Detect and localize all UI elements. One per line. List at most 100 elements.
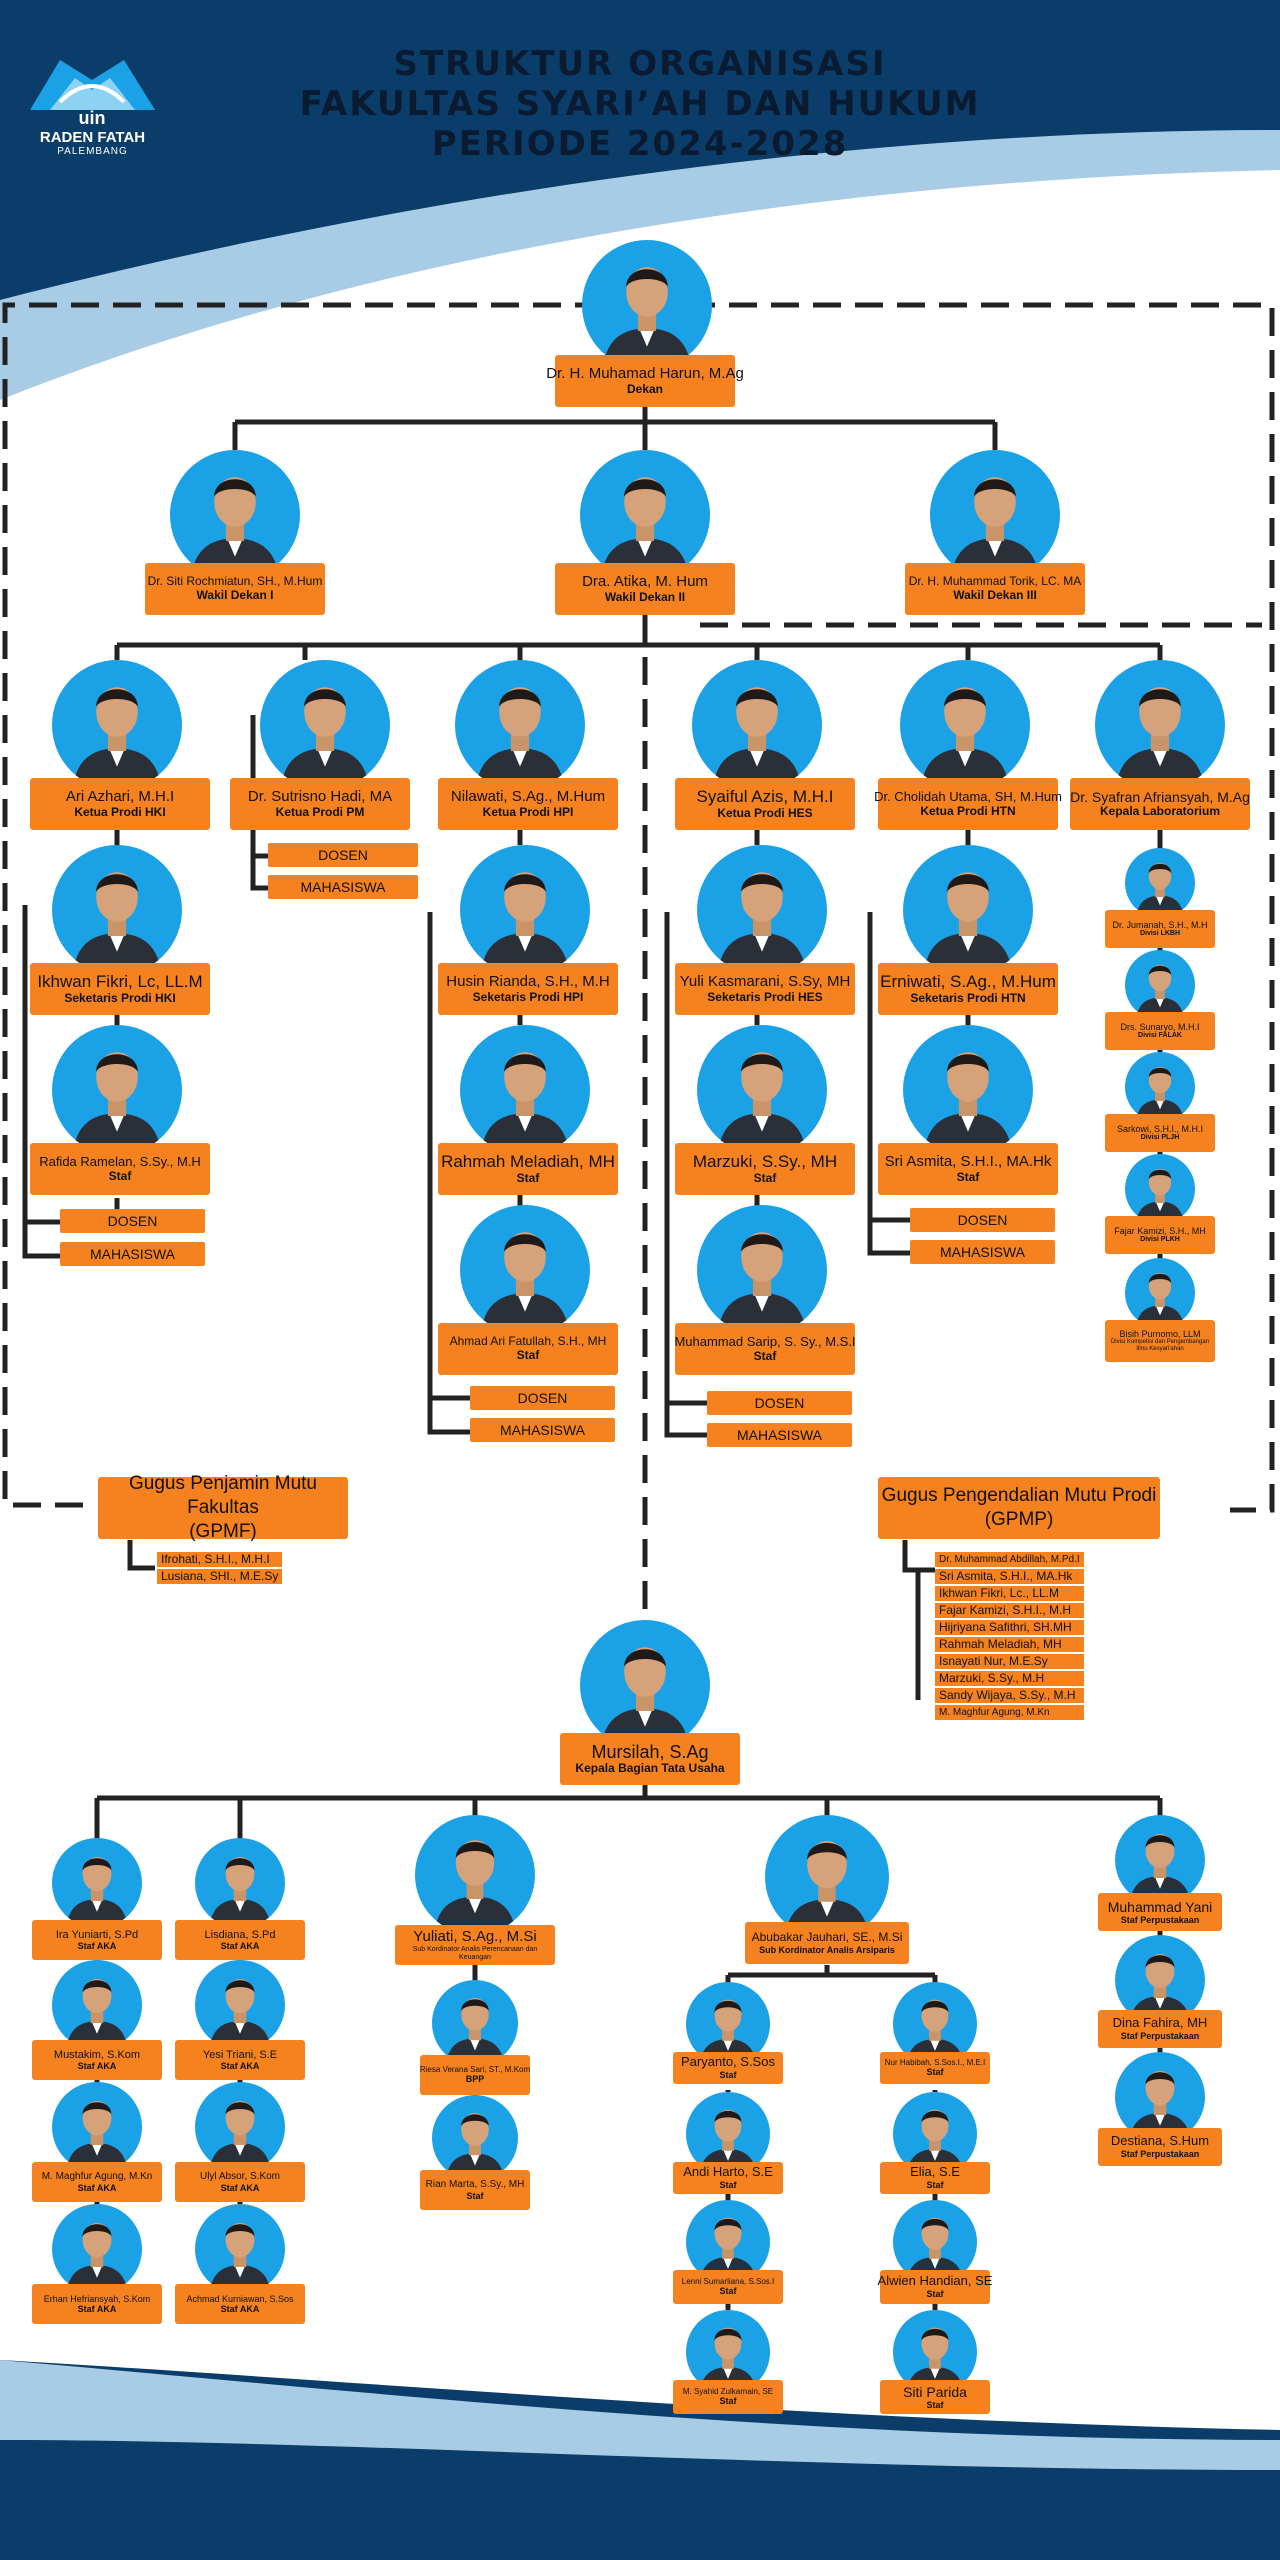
pustaka-staff-1-photo: [1115, 1815, 1205, 1905]
portrait-placeholder-icon: [480, 1232, 570, 1335]
bpp-staff-photo: [432, 1980, 518, 2066]
aka-staff-4-photo: [52, 2204, 142, 2294]
portrait-placeholder-icon: [209, 1856, 271, 1928]
hes-secretary-photo: [697, 845, 827, 975]
portrait-placeholder-icon: [784, 1841, 870, 1939]
lab-division-4-photo: [1125, 1154, 1195, 1224]
portrait-placeholder-icon: [1136, 964, 1184, 1020]
wakil-dekan-1-photo: [170, 450, 300, 580]
gpmp-member: Hijriyana Safithri, SH.MH: [935, 1620, 1084, 1635]
pm-dosen-tag: DOSEN: [268, 843, 418, 867]
portrait-placeholder-icon: [1115, 687, 1205, 790]
portrait-placeholder-icon: [712, 687, 802, 790]
hpi-dosen-tag: DOSEN: [470, 1386, 615, 1410]
gpmp-title-1: Gugus Pengendalian Mutu Prodi: [881, 1485, 1157, 1507]
gpmp-member: M. Maghfur Agung, M.Kn: [935, 1705, 1084, 1720]
aka-staff-3-photo: [52, 2082, 142, 2172]
keuangan-head-photo: [415, 1815, 535, 1935]
gpmp-member: Dr. Muhammad Abdillah, M.Pd.I: [935, 1552, 1084, 1567]
portrait-placeholder-icon: [1136, 1066, 1184, 1122]
portrait-placeholder-icon: [66, 1978, 128, 2050]
portrait-placeholder-icon: [480, 872, 570, 975]
aka-staff-7-photo: [195, 2082, 285, 2172]
uin-logo: uin RADEN FATAH PALEMBANG: [20, 50, 165, 170]
prodi-pm-head-photo: [260, 660, 390, 790]
portrait-placeholder-icon: [602, 267, 692, 370]
title-line-2: FAKULTAS SYARI’AH DAN HUKUM: [299, 84, 981, 124]
portrait-placeholder-icon: [209, 1978, 271, 2050]
prodi-hes-head-photo: [692, 660, 822, 790]
portrait-placeholder-icon: [600, 477, 690, 580]
arsip-head-photo: [765, 1815, 889, 1939]
portrait-placeholder-icon: [72, 687, 162, 790]
dekan-photo: [582, 240, 712, 370]
portrait-placeholder-icon: [1136, 862, 1184, 918]
portrait-placeholder-icon: [920, 687, 1010, 790]
portrait-placeholder-icon: [717, 872, 807, 975]
gpmp-member: Sri Asmita, S.H.I., MA.Hk: [935, 1569, 1084, 1584]
portrait-placeholder-icon: [923, 872, 1013, 975]
logo-text: uin: [79, 108, 106, 128]
prodi-hpi-head-photo: [455, 660, 585, 790]
portrait-placeholder-icon: [190, 477, 280, 580]
portrait-placeholder-icon: [923, 1052, 1013, 1155]
portrait-placeholder-icon: [72, 872, 162, 975]
portrait-placeholder-icon: [66, 1856, 128, 1928]
pustaka-staff-3-photo: [1115, 2052, 1205, 2142]
portrait-placeholder-icon: [66, 2100, 128, 2172]
hki-mahasiswa-tag: MAHASISWA: [60, 1242, 205, 1266]
htn-secretary-photo: [903, 845, 1033, 975]
pm-mahasiswa-tag: MAHASISWA: [268, 875, 418, 899]
aka-staff-1-photo: [52, 1838, 142, 1928]
hes-mahasiswa-tag: MAHASISWA: [707, 1423, 852, 1447]
gpmp-member: Marzuki, S.Sy., M.H: [935, 1671, 1084, 1686]
hpi-staff-1-photo: [460, 1025, 590, 1155]
page-title: STRUKTUR ORGANISASI FAKULTAS SYARI’AH DA…: [200, 44, 1080, 164]
portrait-placeholder-icon: [717, 1232, 807, 1335]
kabag-photo: [580, 1620, 710, 1750]
keuangan-staff-photo: [432, 2095, 518, 2181]
portrait-placeholder-icon: [209, 2222, 271, 2294]
portrait-placeholder-icon: [434, 1840, 516, 1935]
portrait-placeholder-icon: [475, 687, 565, 790]
gpmf-title-2: (GPMF): [189, 1520, 257, 1542]
portrait-placeholder-icon: [445, 1998, 505, 2066]
portrait-placeholder-icon: [1136, 1272, 1184, 1328]
lab-head-photo: [1095, 660, 1225, 790]
portrait-placeholder-icon: [72, 1052, 162, 1155]
htn-mahasiswa-tag: MAHASISWA: [910, 1240, 1055, 1264]
